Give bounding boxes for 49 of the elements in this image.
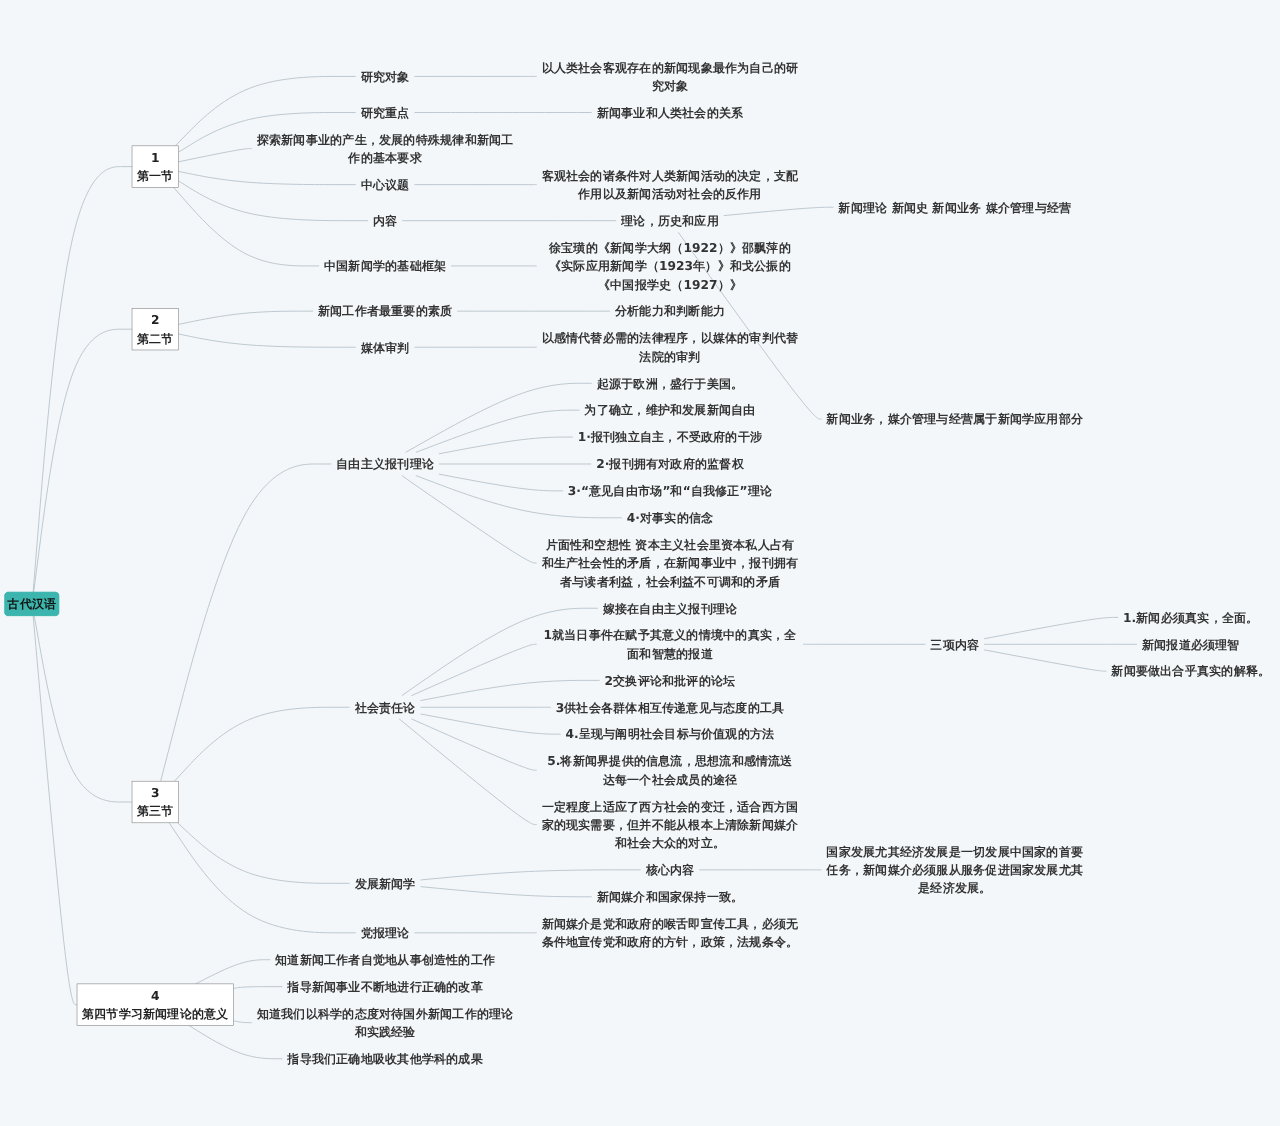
connector: [438, 436, 574, 455]
connector: [401, 475, 538, 564]
connector: [401, 220, 617, 222]
connector: [398, 718, 538, 826]
connector: [414, 346, 538, 348]
connector: [983, 616, 1119, 640]
connector: [160, 463, 332, 782]
connector: [33, 328, 133, 594]
connector: [410, 718, 538, 771]
connector: [177, 822, 351, 884]
connector: [401, 607, 599, 697]
connector: [420, 869, 642, 881]
connector: [420, 886, 593, 898]
connector: [456, 310, 611, 312]
connector: [168, 822, 357, 934]
connector: [414, 932, 538, 934]
connector: [438, 473, 564, 492]
connector: [173, 186, 320, 267]
connector: [414, 184, 538, 186]
connector: [178, 148, 253, 163]
connector: [178, 170, 357, 186]
connector: [415, 409, 580, 453]
connector: [420, 713, 562, 735]
connector: [178, 333, 357, 348]
connector: [178, 180, 369, 222]
connector: [174, 75, 357, 147]
connector: [983, 643, 1138, 645]
connector: [414, 75, 538, 77]
connector: [32, 166, 133, 594]
connector: [233, 1020, 253, 1024]
connector: [410, 643, 538, 697]
connector: [802, 643, 926, 645]
connector: [414, 112, 593, 113]
connector: [983, 649, 1107, 672]
connector: [178, 112, 357, 153]
connector: [415, 475, 623, 519]
connector: [188, 1024, 283, 1060]
connector: [178, 310, 314, 325]
connector: [698, 869, 822, 871]
connector: [195, 959, 271, 985]
connector: [420, 706, 552, 708]
connector: [723, 206, 834, 217]
connector: [33, 615, 133, 803]
connector: [420, 679, 601, 701]
connector: [32, 615, 78, 1006]
connector: [174, 706, 351, 782]
connector: [677, 231, 822, 420]
connector: [233, 986, 283, 989]
connector: [405, 382, 593, 453]
